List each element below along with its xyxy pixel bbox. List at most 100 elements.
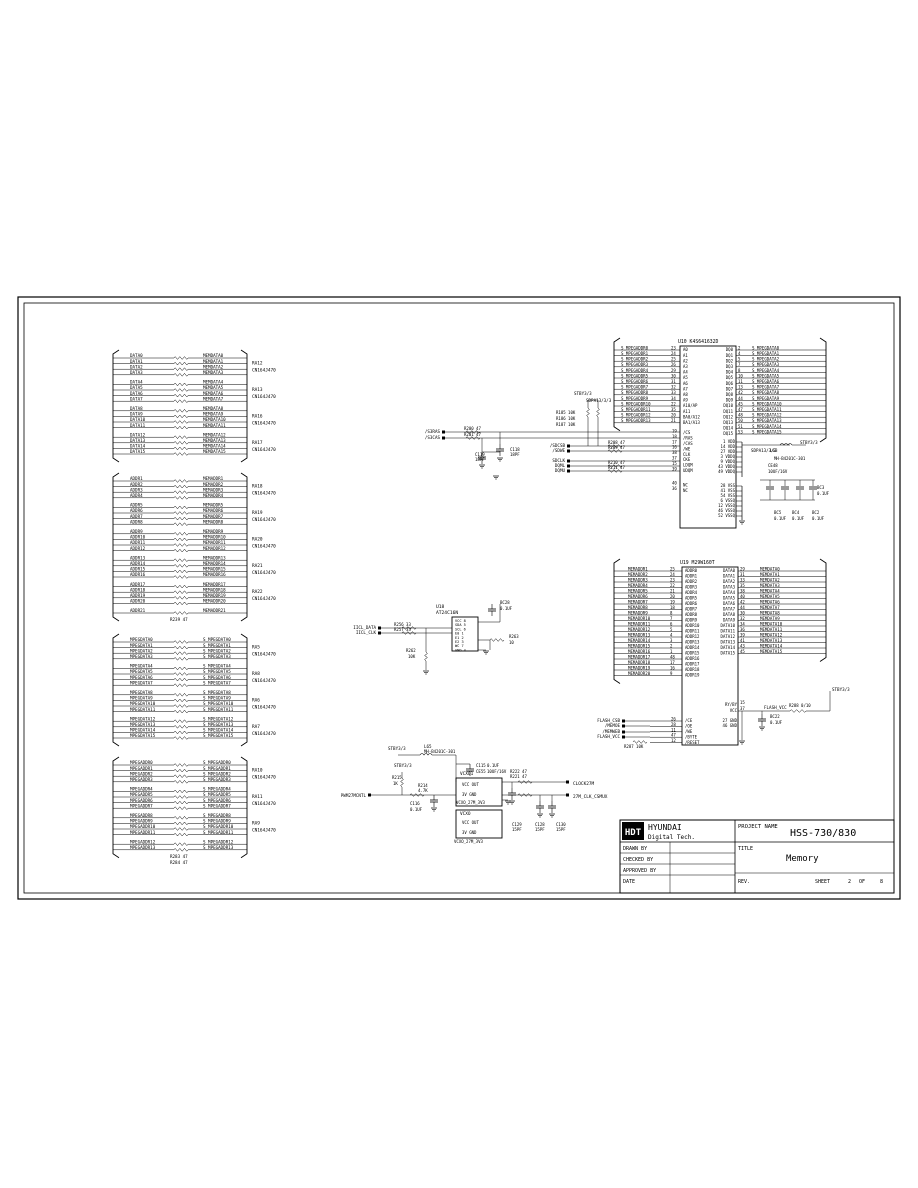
pin-number: 37 <box>672 456 677 461</box>
bead-part: MH-B4201C-301 <box>424 749 456 754</box>
net-label: S_MPEGDATA6 <box>752 379 780 384</box>
resistor-symbol <box>173 575 189 579</box>
resistor-symbol <box>173 367 189 371</box>
pack-ref: RA16 <box>252 413 263 419</box>
pack-value: CN164J470 <box>252 491 276 497</box>
net-label-right: S_MPEGADDR5 <box>203 792 231 797</box>
net-label-right: MEMADDR12 <box>203 546 226 551</box>
pin-name: DATA2 <box>723 579 736 584</box>
net-label: MEMDATA1 <box>760 572 780 577</box>
pin-name: 46 GND <box>723 723 738 728</box>
pin-number: 45 <box>740 649 745 654</box>
of-label: OF <box>859 879 865 885</box>
pin-number: 48 <box>738 413 743 418</box>
pin-name: DATA1 <box>723 574 736 579</box>
net-label: PWM27MCNTL <box>341 793 367 798</box>
net-label-left: ADDR12 <box>130 546 146 551</box>
pin-name: DQ0 <box>726 347 734 352</box>
cap-ref: BC2 <box>812 510 820 515</box>
net-label: S_MPEGDATA0 <box>752 345 780 350</box>
pin-number: 42 <box>738 390 743 395</box>
net-label-right: S_MPEGDATA7 <box>203 680 231 685</box>
pin-name: A3 <box>683 364 688 369</box>
pin-number: 40 <box>672 481 677 486</box>
net-label-right: MEMADDR8 <box>203 519 224 524</box>
ferrite-bead <box>779 443 793 446</box>
cap-value: 18PF <box>475 457 485 462</box>
net-label: MEMDATA13 <box>760 638 783 643</box>
pin-name: DQ6 <box>726 381 734 386</box>
resistor-symbol <box>173 789 189 794</box>
pack-value: CN164J470 <box>252 570 276 576</box>
net-label: MEMADDR6 <box>628 594 648 599</box>
pin-name: 3V GND <box>462 830 477 835</box>
cap-value: 0.1UF <box>812 516 825 521</box>
pin-number: 22 <box>670 583 675 588</box>
pin-name: /BYTE <box>685 734 698 739</box>
pin-name: LDQM <box>683 463 693 468</box>
company-logo <box>622 822 644 840</box>
resistor-symbol <box>173 806 189 810</box>
net-label-left: MPEGDATA10 <box>130 701 156 706</box>
pin-name: ADDR1 <box>685 574 698 579</box>
pin-name: 28 VSS <box>721 483 736 488</box>
pack-value: CN164J470 <box>252 447 276 453</box>
pin-name: A9 <box>683 398 688 403</box>
resistor-symbol <box>173 672 189 676</box>
net-label-left: MPEGDATA5 <box>130 669 153 674</box>
net-label-right: S_MPEGADDR8 <box>203 813 231 818</box>
pin-number: 22 <box>671 401 676 406</box>
bus-line <box>240 349 248 463</box>
net-label-left: ADDR1 <box>130 476 143 481</box>
pin-number: 29 <box>740 566 745 571</box>
net-label-left: ADDR16 <box>130 572 146 577</box>
pin-name: DQ7 <box>726 386 734 391</box>
pin-name: BA1/A13 <box>683 420 700 425</box>
net-label: MEMDATA15 <box>760 649 783 654</box>
resistor-symbol <box>173 543 189 547</box>
pin-name: ADDR18 <box>685 667 700 672</box>
sheet-total: 8 <box>880 879 883 885</box>
ic-name: VCXO <box>460 811 471 817</box>
pin-number: 18 <box>670 605 675 610</box>
pin-name: 27 VDD <box>721 449 736 454</box>
resistor-symbol <box>173 611 189 615</box>
pin-number: 39 <box>672 466 677 471</box>
pin-name: 1 VDD <box>723 439 736 444</box>
net-label: MEMDATA12 <box>760 632 783 637</box>
resistor-symbol <box>173 719 189 723</box>
ic-body <box>451 616 479 652</box>
pack-value: CN164J470 <box>252 420 276 426</box>
net-label-right: S_MPEGDATA9 <box>203 696 231 701</box>
net-label-right: S_MPEGADDR10 <box>203 824 234 829</box>
net-label-left: ADDR6 <box>130 508 143 513</box>
net-label: MEMDATA10 <box>760 621 783 626</box>
pack-ref: RA8 <box>252 671 260 677</box>
resistor-symbol <box>173 725 189 729</box>
pin-name: DQ8 <box>726 392 734 397</box>
resistor-symbol <box>173 683 189 687</box>
cap-value: 0.1UF <box>817 491 830 496</box>
pin-name: DQ13 <box>723 420 733 425</box>
resistor-symbol <box>465 436 481 440</box>
net-label-right: S_MPEGADDR12 <box>203 839 234 844</box>
pin-number: 53 <box>738 429 743 434</box>
net-label-left: DATA9 <box>130 412 143 417</box>
approved-by-label: APPROVED BY <box>623 868 656 874</box>
net-label-left: ADDR18 <box>130 587 146 592</box>
resistor-symbol <box>173 657 189 661</box>
net-label: S_MPEGADDR2 <box>621 357 649 362</box>
pin-name: A5 <box>683 375 688 380</box>
pin-number: 41 <box>740 638 745 643</box>
net-label-left: MPEGDATA13 <box>130 722 156 727</box>
pin-name: E1 2 <box>455 636 464 640</box>
net-label: MEMADDR13 <box>628 632 651 637</box>
pin-number: 26 <box>671 362 676 367</box>
pin-name: /RAS <box>683 436 693 441</box>
net-label-right: S_MPEGDATA11 <box>203 707 234 712</box>
net-label-left: ADDR2 <box>130 482 143 487</box>
net-label-right: S_MPEGADDR13 <box>203 845 234 850</box>
